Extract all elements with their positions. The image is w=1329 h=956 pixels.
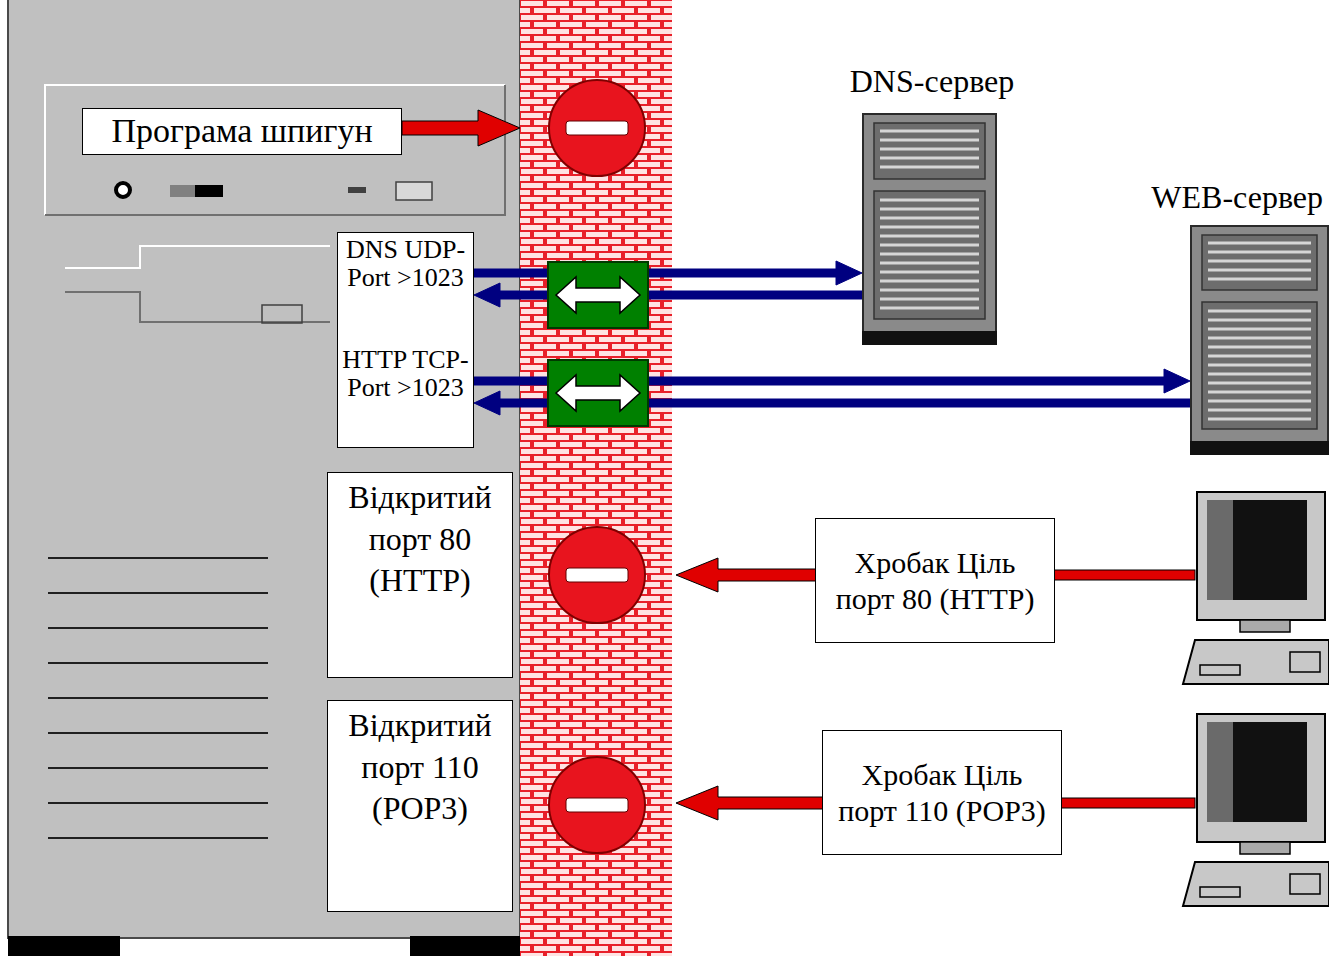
stop-sign: [549, 527, 645, 623]
box-label: HTTP TCP-Port >1023: [342, 346, 469, 402]
box-label: Хробак Ціль порт 80 (HTTP): [828, 545, 1042, 617]
vent-lines: [48, 662, 268, 664]
client-computer: [1197, 492, 1325, 620]
arrow-shaft: [474, 269, 836, 278]
worm-arrow: [676, 558, 820, 592]
client-computer: [1290, 652, 1320, 672]
computer-case: [410, 936, 520, 956]
server-icon: [1190, 225, 1329, 455]
stop-sign: [566, 121, 628, 135]
allow-gate: [556, 375, 640, 411]
data-flow-arrow: [474, 261, 862, 285]
computer-case: [65, 246, 330, 268]
client-computer: [1240, 620, 1290, 632]
arrow-head: [1164, 369, 1190, 393]
server-node: WEB-сервер: [1130, 178, 1329, 455]
client-computer: [1207, 722, 1307, 822]
box-label: Відкритий порт 80 (HTTP): [332, 477, 508, 602]
stop-sign: [549, 757, 645, 853]
computer-case: [195, 185, 223, 197]
client-computer: [1183, 714, 1329, 906]
allow-gate: [548, 262, 648, 328]
computer-case: [348, 187, 366, 193]
computer-case: [45, 85, 505, 215]
allow-gate: [548, 360, 648, 426]
computer-case: [65, 292, 330, 322]
port-box: HTTP TCP-Port >1023: [337, 336, 474, 448]
client-computer: [1183, 492, 1329, 684]
vent-lines: [48, 802, 268, 804]
vent-lines: [48, 837, 268, 839]
computer-case: [116, 183, 130, 197]
client-computer: [1207, 722, 1233, 822]
stop-sign: [549, 527, 645, 623]
stop-sign: [549, 80, 645, 176]
server-node: DNS-сервер: [836, 62, 1028, 345]
worm-arrow: [1057, 798, 1195, 808]
spyware-arrow: [402, 110, 520, 146]
vent-lines: [48, 558, 268, 838]
vent-lines: [48, 697, 268, 699]
computer-case: [8, 0, 520, 938]
stop-sign: [549, 80, 645, 176]
client-computer: [1207, 500, 1233, 600]
client-computer: [1290, 874, 1320, 894]
box-label: Програма шпигун: [89, 111, 395, 152]
computer-case: [170, 185, 195, 197]
allow-gate: [548, 262, 648, 328]
vent-lines: [48, 557, 268, 559]
client-computer: [1200, 887, 1240, 897]
client-computer: [1183, 862, 1329, 906]
arrow-head: [474, 391, 500, 415]
spyware-box: Програма шпигун: [82, 108, 402, 155]
worm-arrow: [1050, 570, 1195, 580]
computer-case: [262, 305, 302, 323]
box-label: Відкритий порт 110 (POP3): [332, 705, 508, 830]
client-computer: [1200, 665, 1240, 675]
vent-lines: [48, 592, 268, 594]
server-icon: [862, 113, 997, 345]
port-box: DNS UDP-Port >1023: [337, 232, 474, 336]
stop-sign: [566, 798, 628, 812]
vent-lines: [48, 627, 268, 629]
client-computer: [1183, 640, 1329, 684]
worm-box: Хробак Ціль порт 80 (HTTP): [815, 518, 1055, 643]
computer-case: [8, 936, 120, 956]
computer-case: [8, 0, 520, 956]
allow-gate: [548, 360, 648, 426]
client-computer: [1240, 842, 1290, 854]
stop-sign: [566, 568, 628, 582]
box-label: DNS UDP-Port >1023: [342, 236, 469, 292]
worm-box: Хробак Ціль порт 110 (POP3): [822, 730, 1062, 855]
stop-sign: [549, 757, 645, 853]
client-computer: [1197, 714, 1325, 842]
arrow-head: [474, 283, 500, 307]
open-port-box: Відкритий порт 80 (HTTP): [327, 472, 513, 678]
allow-gate: [556, 277, 640, 313]
box-label: Хробак Ціль порт 110 (POP3): [835, 757, 1049, 829]
computer-case: [396, 182, 432, 200]
vent-lines: [48, 732, 268, 734]
client-computer: [1207, 500, 1307, 600]
vent-lines: [48, 767, 268, 769]
data-flow-arrow: [474, 283, 862, 307]
box-label: DNS-сервер: [840, 62, 1024, 100]
worm-arrow: [676, 786, 827, 820]
computer-case: [45, 85, 505, 215]
box-label: WEB-сервер: [1136, 178, 1323, 216]
arrow-head: [836, 261, 862, 285]
open-port-box: Відкритий порт 110 (POP3): [327, 700, 513, 912]
firewall-wall: [520, 0, 672, 956]
